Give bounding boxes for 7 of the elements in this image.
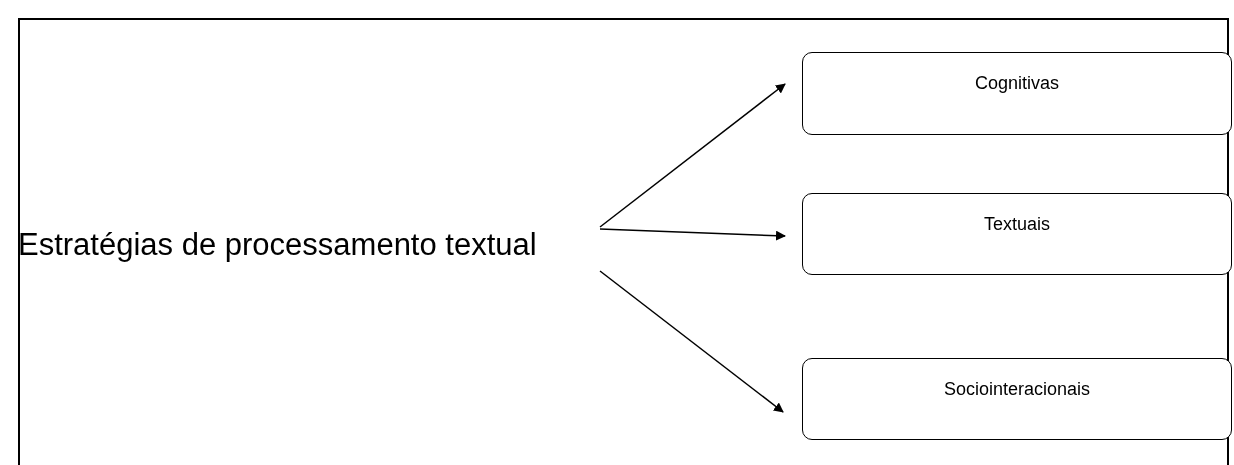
arrow	[599, 228, 786, 241]
arrow	[599, 83, 786, 228]
category-box: Sociointeracionais	[802, 358, 1232, 440]
category-box: Textuais	[802, 193, 1232, 275]
arrow	[599, 270, 784, 413]
category-box: Cognitivas	[802, 52, 1232, 135]
main-label: Estratégias de processamento textual	[18, 185, 600, 305]
